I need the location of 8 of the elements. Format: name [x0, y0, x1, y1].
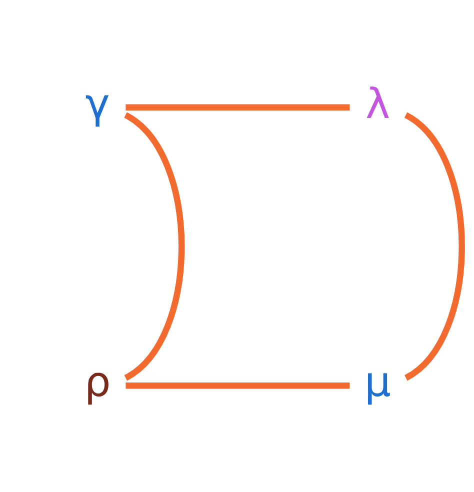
node-text: ρ [84, 356, 110, 406]
connector [125, 382, 350, 388]
connector [123, 112, 184, 380]
node-text: μ [364, 356, 390, 406]
connector [403, 112, 464, 380]
node-text: λ [364, 78, 390, 128]
node-text: γ [84, 78, 110, 128]
connector [125, 104, 350, 110]
